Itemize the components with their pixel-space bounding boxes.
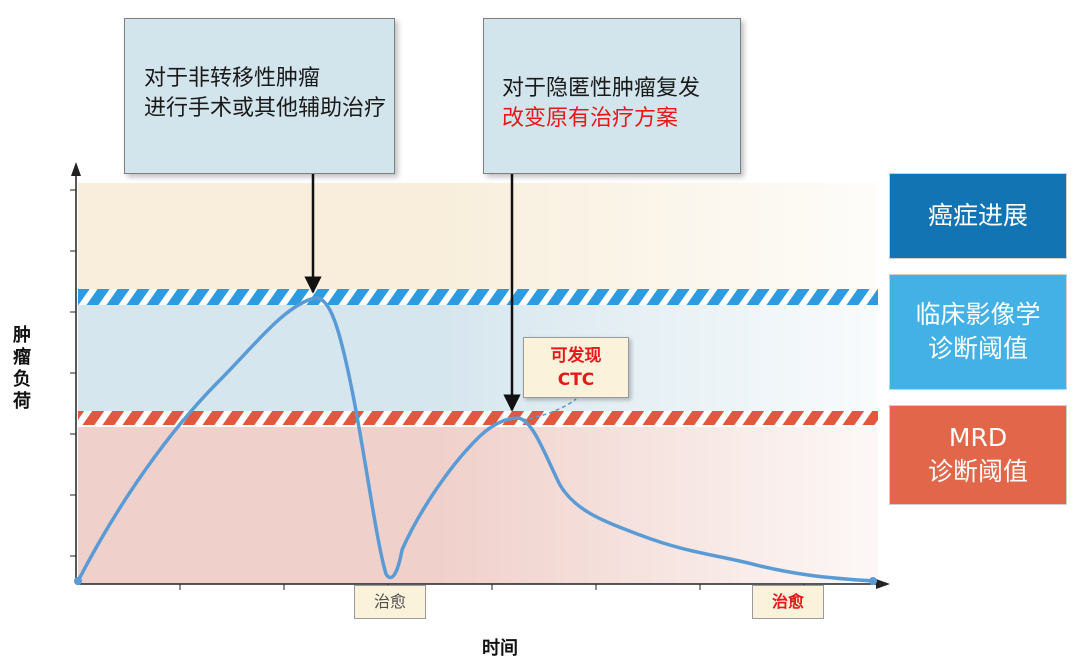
- legend-mrd-line1: MRD: [948, 423, 1008, 452]
- legend-cancer-progression: 癌症进展: [889, 173, 1067, 259]
- surgery-callout-line1: 对于非转移性肿瘤: [144, 66, 321, 91]
- relapse-callout: 对于隐匿性肿瘤复发 改变原有治疗方案: [483, 18, 741, 174]
- legend-mrd-line2: 诊断阈值: [927, 457, 1028, 486]
- band-fade-overlay: [78, 183, 878, 584]
- legend-cancer-progression-label: 癌症进展: [927, 201, 1028, 230]
- relapse-callout-line2: 改变原有治疗方案: [502, 106, 679, 131]
- ctc-tag-line2: CTC: [557, 370, 595, 390]
- curve-start-dot: [74, 577, 82, 585]
- legend-imaging-line1: 临床影像学: [915, 300, 1041, 329]
- legend-imaging-threshold: 临床影像学 诊断阈值: [889, 274, 1067, 390]
- x-axis-ticks: [179, 584, 805, 590]
- legend-imaging-line2: 诊断阈值: [927, 334, 1028, 363]
- imaging-threshold-line: [78, 289, 878, 305]
- ctc-tag-line1: 可发现: [550, 346, 602, 366]
- legend-mrd-threshold: MRD 诊断阈值: [889, 405, 1067, 505]
- surgery-callout-line2: 进行手术或其他辅助治疗: [144, 96, 387, 121]
- curve-end-dot: [869, 577, 877, 585]
- mrd-threshold-line: [78, 411, 878, 425]
- y-axis-label: 肿瘤负荷: [8, 325, 36, 413]
- y-axis-label-char: 瘤: [13, 347, 31, 368]
- y-axis-arrow-icon: [71, 162, 81, 176]
- y-axis-label-char: 肿: [13, 325, 31, 346]
- y-axis-ticks: [70, 189, 76, 557]
- surgery-callout: 对于非转移性肿瘤 进行手术或其他辅助治疗: [124, 18, 395, 174]
- y-axis-label-char: 负: [13, 369, 31, 390]
- cure-label-first: 治愈: [354, 585, 426, 619]
- tumor-burden-curve: [76, 296, 877, 583]
- x-axis-label: 时间: [482, 638, 518, 659]
- x-axis-arrow-icon: [876, 579, 890, 589]
- y-axis-label-char: 荷: [13, 391, 31, 412]
- relapse-callout-line1: 对于隐匿性肿瘤复发: [502, 76, 701, 101]
- ctc-detectable-tag: 可发现 CTC: [523, 337, 629, 398]
- cure-label-second: 治愈: [752, 585, 824, 619]
